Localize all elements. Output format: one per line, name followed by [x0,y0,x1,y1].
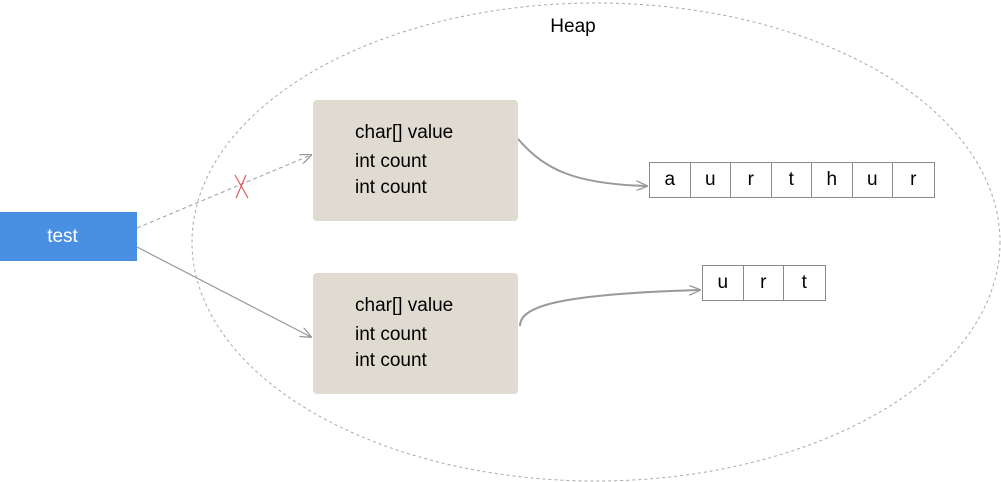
test-reference[interactable]: test [0,212,137,261]
string-object-2[interactable]: char[] value int count int count [313,273,518,394]
char-array-1[interactable]: a u r t h u r [649,162,935,198]
field-int-count: int count [355,177,427,198]
value-arrow-object-2 [519,290,700,327]
value-arrow-object-1 [517,138,647,186]
field-char-value: char[] value [355,295,454,316]
char-cell: t [801,272,807,293]
char-cell: r [910,169,917,190]
removed-reference-x-mark [234,174,249,199]
char-cell: r [731,163,772,197]
char-array-2[interactable]: u r t [702,265,826,301]
current-reference-arrow [136,246,311,337]
char-cell: a [650,163,691,197]
char-cell: h [812,163,853,197]
heap-boundary [191,2,1001,482]
field-char-value: char[] value [355,122,454,143]
char-cell: u [703,266,744,300]
heap-title: Heap [550,16,596,37]
char-cell: t [772,163,812,197]
string-object-1[interactable]: char[] value int count int count [313,100,518,221]
old-reference-arrow [136,155,311,229]
char-cell: u [691,163,731,197]
field-int-count: int count [355,350,427,371]
field-int-count: int count [355,324,427,345]
field-int-count: int count [355,151,427,172]
char-cell: r [744,266,784,300]
char-cell: u [853,163,893,197]
